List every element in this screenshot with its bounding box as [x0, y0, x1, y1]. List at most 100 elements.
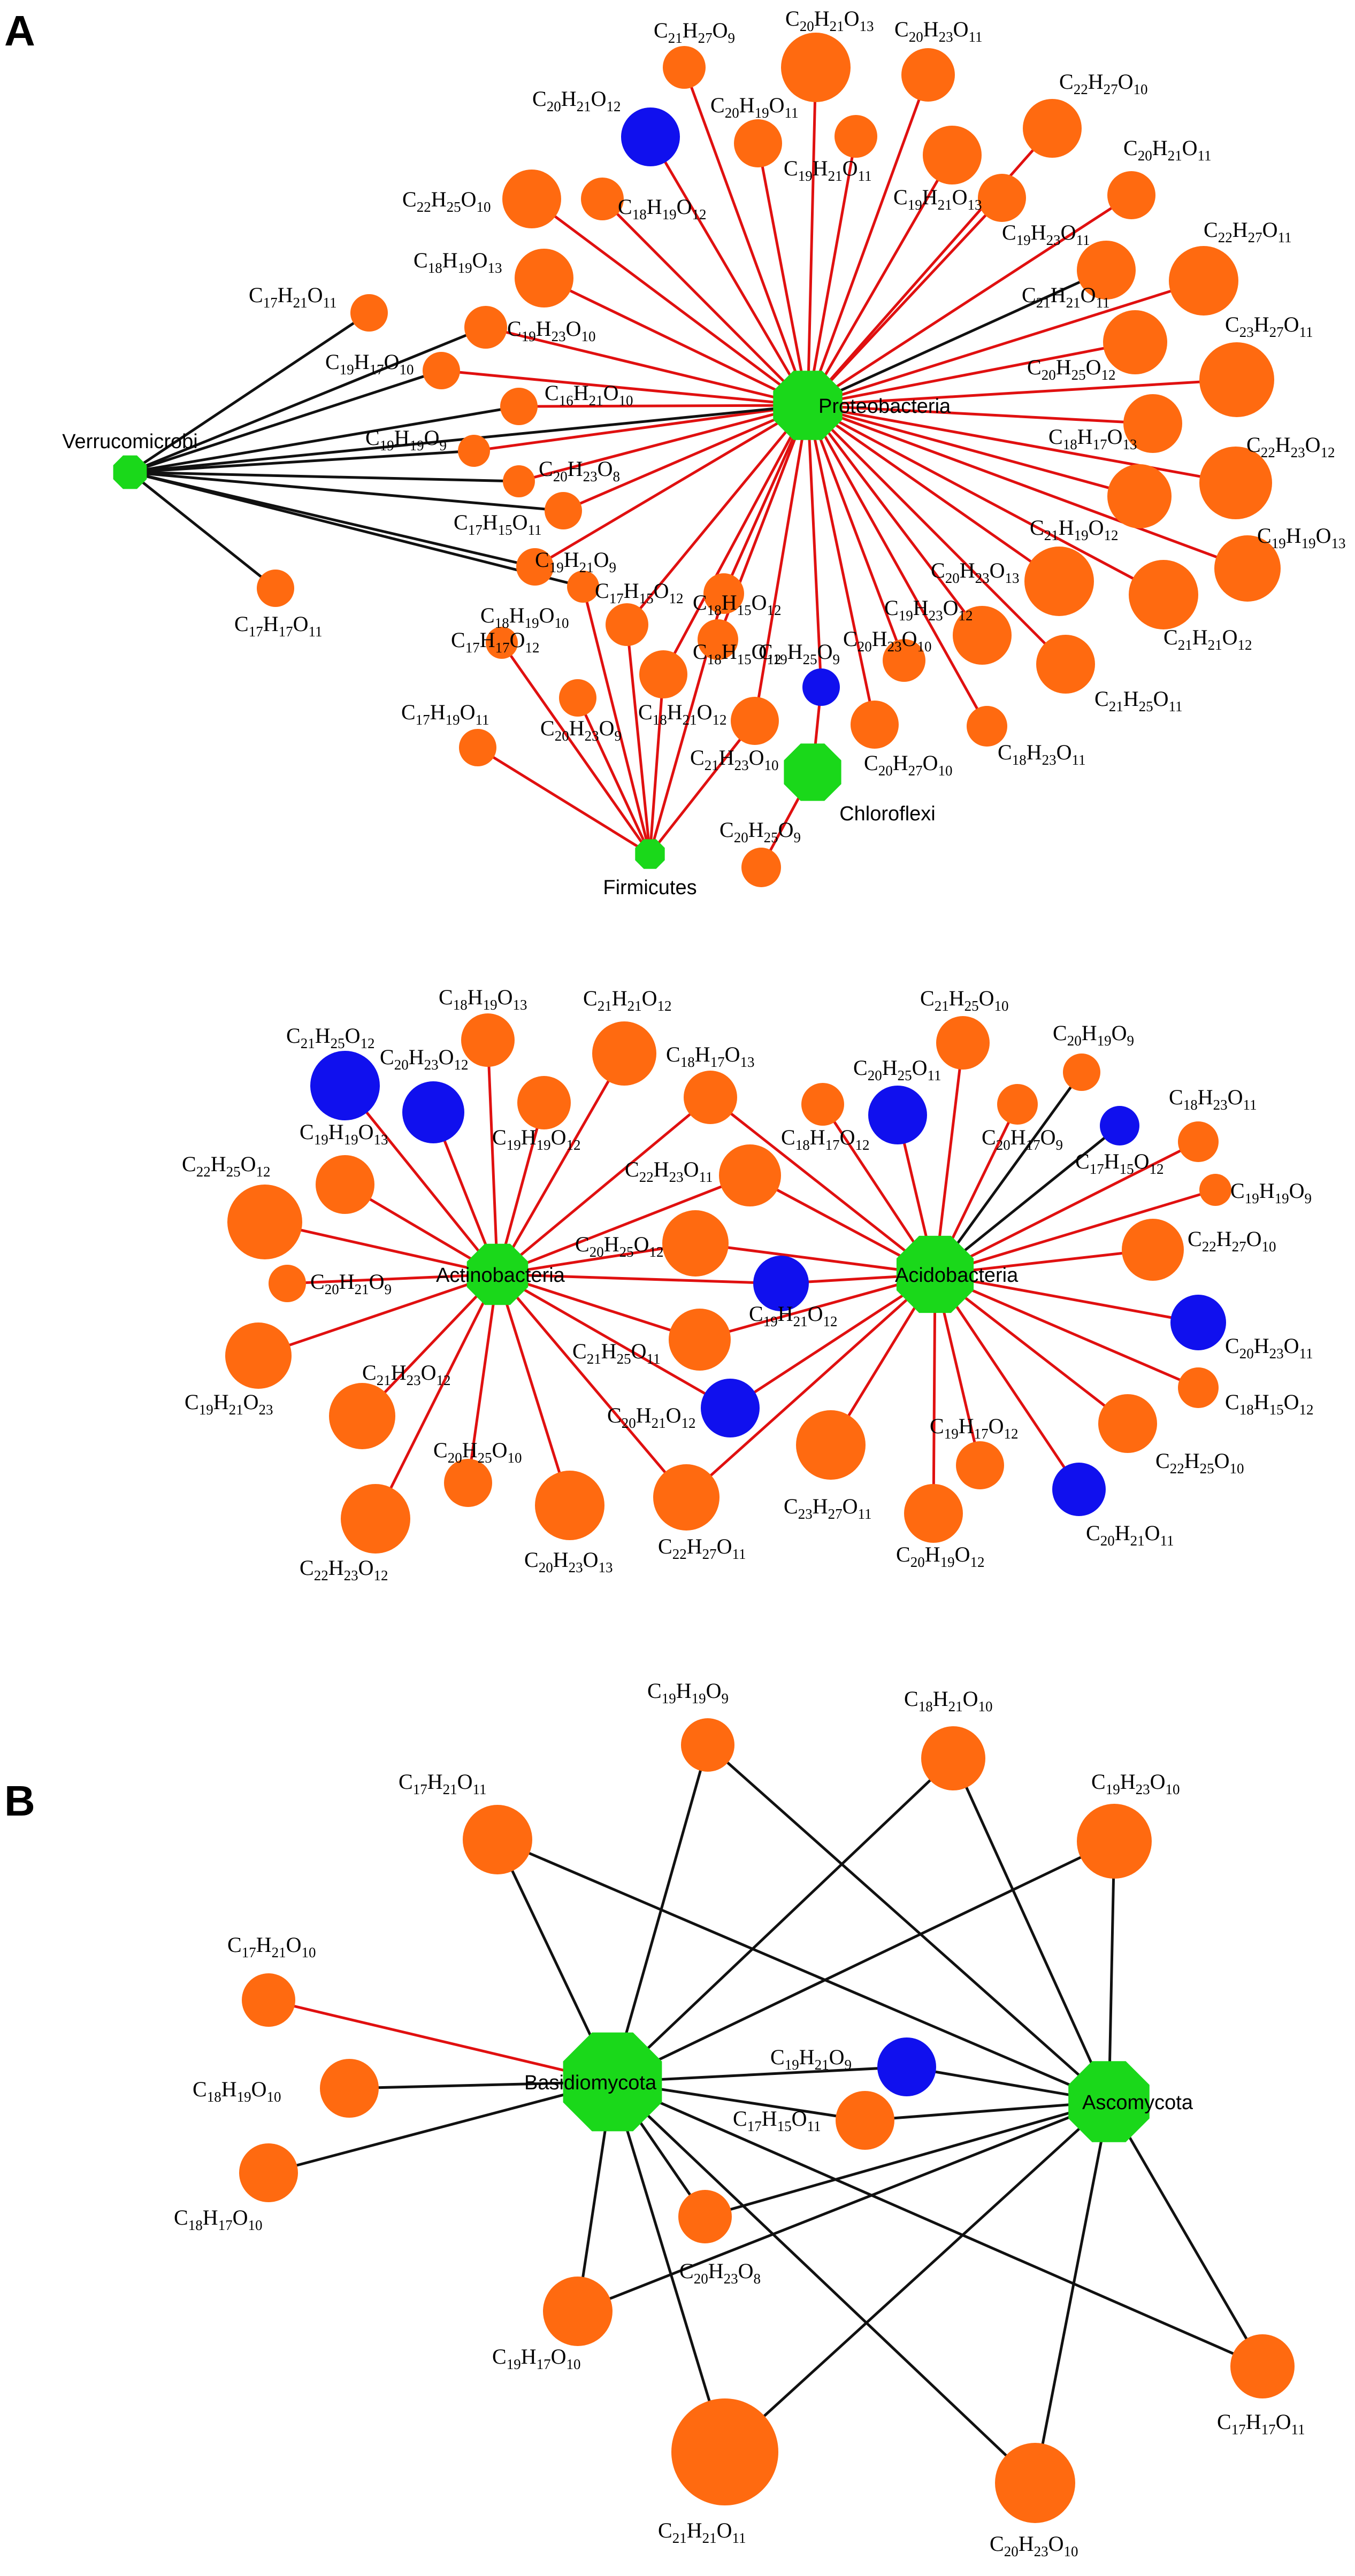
compound-node-m15[interactable] [227, 1185, 302, 1259]
compound-node-t16[interactable] [350, 294, 388, 332]
compound-node-t48[interactable] [741, 848, 781, 887]
compound-node-f9[interactable] [239, 2143, 298, 2202]
compound-node-m29[interactable] [1098, 1394, 1157, 1453]
compound-node-f8[interactable] [836, 2091, 894, 2150]
compound-node-t40[interactable] [802, 668, 840, 706]
compound-node-t46[interactable] [851, 701, 899, 749]
compound-node-t13[interactable] [515, 249, 573, 307]
compound-node-t5[interactable] [734, 119, 782, 167]
hub-node-asco[interactable] [1068, 2061, 1150, 2142]
compound-node-f13[interactable] [671, 2398, 778, 2505]
compound-node-t47[interactable] [967, 706, 1007, 747]
compound-node-t39[interactable] [883, 639, 925, 682]
compound-node-m13[interactable] [1100, 1106, 1139, 1145]
compound-node-t44[interactable] [459, 729, 496, 766]
compound-node-t29[interactable] [516, 548, 554, 586]
compound-node-t41[interactable] [1036, 635, 1095, 694]
compound-node-m34[interactable] [535, 1471, 604, 1540]
compound-node-f12[interactable] [1230, 2334, 1295, 2398]
compound-node-t28[interactable] [1214, 535, 1281, 602]
compound-node-t10[interactable] [923, 126, 982, 184]
compound-node-m28[interactable] [956, 1441, 1004, 1489]
hub-node-actino[interactable] [466, 1243, 529, 1305]
compound-node-t17[interactable] [464, 306, 507, 349]
compound-node-m23[interactable] [225, 1322, 292, 1389]
compound-node-m11[interactable] [997, 1084, 1038, 1125]
compound-node-t34[interactable] [703, 573, 744, 614]
compound-node-f2[interactable] [921, 1726, 985, 1790]
compound-node-m18[interactable] [1122, 1219, 1184, 1281]
hub-node-basidio[interactable] [563, 2032, 662, 2132]
compound-node-t26[interactable] [545, 492, 582, 529]
compound-node-m21[interactable] [753, 1256, 809, 1311]
compound-node-m24[interactable] [669, 1309, 731, 1371]
compound-node-t43[interactable] [559, 679, 596, 717]
compound-node-m9[interactable] [517, 1076, 571, 1129]
compound-node-f6[interactable] [877, 2037, 936, 2096]
compound-node-t23[interactable] [1199, 447, 1272, 519]
compound-node-t3[interactable] [901, 48, 955, 102]
compound-node-m14[interactable] [316, 1155, 374, 1214]
compound-node-t27[interactable] [1107, 464, 1172, 528]
compound-node-m32[interactable] [1052, 1463, 1106, 1516]
compound-node-t21[interactable] [500, 388, 538, 425]
compound-node-t8[interactable] [502, 170, 561, 228]
compound-node-t32[interactable] [567, 571, 599, 603]
compound-node-t38[interactable] [698, 619, 738, 660]
compound-node-t20[interactable] [423, 352, 460, 389]
compound-node-t4[interactable] [621, 107, 680, 166]
compound-node-f7[interactable] [320, 2059, 379, 2118]
compound-node-t12[interactable] [1107, 171, 1155, 219]
compound-node-t11[interactable] [978, 174, 1026, 222]
compound-node-m19[interactable] [662, 1210, 729, 1277]
compound-node-t45[interactable] [731, 697, 779, 745]
compound-node-m5[interactable] [402, 1081, 464, 1143]
compound-node-f10[interactable] [678, 2190, 732, 2243]
compound-node-t33[interactable] [606, 603, 648, 646]
compound-node-f4[interactable] [1077, 1804, 1152, 1879]
compound-node-t22[interactable] [1123, 394, 1182, 453]
compound-node-t9[interactable] [581, 178, 624, 220]
compound-node-t18[interactable] [1199, 342, 1274, 417]
compound-node-m20[interactable] [269, 1265, 306, 1302]
compound-node-m31[interactable] [796, 1410, 866, 1480]
hub-node-chloro[interactable] [784, 743, 841, 801]
compound-node-m33[interactable] [341, 1484, 410, 1554]
compound-node-m16[interactable] [719, 1144, 781, 1206]
compound-node-m22[interactable] [1170, 1295, 1226, 1350]
compound-node-t6[interactable] [835, 115, 877, 158]
compound-node-t36[interactable] [257, 570, 294, 607]
compound-node-m7[interactable] [868, 1086, 927, 1144]
compound-node-t42[interactable] [639, 650, 687, 698]
hub-node-firmi[interactable] [635, 839, 665, 869]
compound-node-t31[interactable] [1129, 560, 1198, 629]
compound-node-t30[interactable] [1024, 547, 1094, 616]
compound-node-t15[interactable] [1077, 241, 1136, 299]
compound-node-m2[interactable] [592, 1021, 656, 1086]
compound-node-t37[interactable] [486, 627, 518, 659]
compound-node-f14[interactable] [995, 2443, 1075, 2523]
compound-node-m17[interactable] [1199, 1174, 1231, 1206]
compound-node-m36[interactable] [904, 1484, 963, 1543]
hub-node-verru[interactable] [113, 455, 147, 489]
hub-node-proteo[interactable] [773, 371, 843, 440]
compound-node-t14[interactable] [1169, 246, 1238, 316]
compound-node-t7[interactable] [1023, 99, 1082, 158]
compound-node-m8[interactable] [1063, 1054, 1100, 1091]
compound-node-m1[interactable] [461, 1013, 515, 1067]
compound-node-f11[interactable] [543, 2277, 613, 2346]
compound-node-t19[interactable] [1103, 310, 1167, 374]
compound-node-m4[interactable] [310, 1051, 380, 1120]
compound-node-t25[interactable] [503, 465, 535, 497]
compound-node-m35[interactable] [653, 1464, 719, 1531]
compound-node-f5[interactable] [242, 1973, 295, 2027]
compound-node-m10[interactable] [801, 1083, 844, 1126]
compound-node-m27[interactable] [701, 1379, 760, 1437]
compound-node-m3[interactable] [936, 1016, 990, 1070]
compound-node-t35[interactable] [953, 606, 1012, 665]
compound-node-t2[interactable] [781, 33, 851, 102]
compound-node-m6[interactable] [684, 1071, 737, 1124]
compound-node-m30[interactable] [444, 1459, 492, 1507]
compound-node-m25[interactable] [1178, 1367, 1219, 1408]
hub-node-acido[interactable] [896, 1235, 974, 1313]
